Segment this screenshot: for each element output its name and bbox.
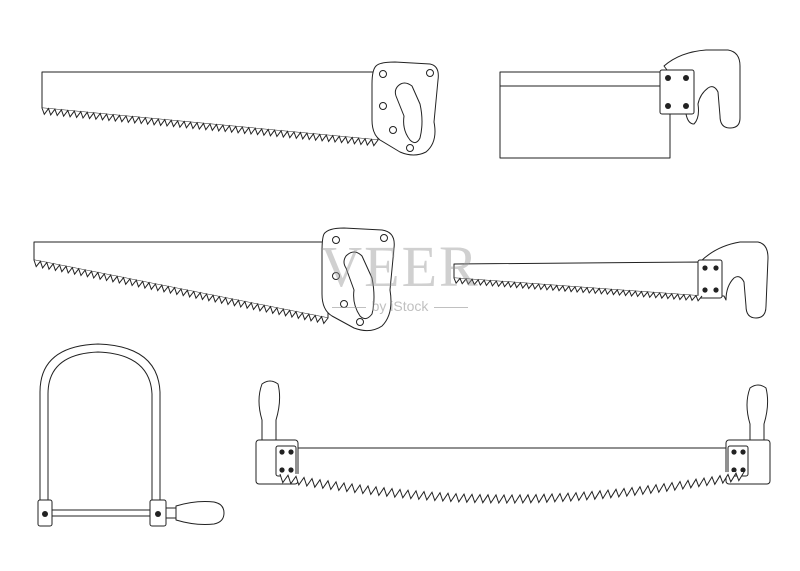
crosscut-saw-rivet — [288, 467, 294, 473]
coping-saw-rivet — [42, 511, 48, 517]
crosscut-saw-teeth — [279, 471, 745, 505]
crosscut-saw-handle-left-grip — [258, 380, 281, 445]
hand-saw-large-rivet — [332, 272, 340, 280]
hand-saw-large — [33, 227, 395, 332]
rip-saw — [453, 241, 769, 319]
saw-teeth — [33, 107, 745, 505]
rip-saw-rivet — [702, 287, 708, 293]
rip-saw-rivet — [713, 287, 719, 293]
coping-saw-blade — [51, 509, 151, 517]
back-saw-blade — [499, 83, 671, 159]
hand-saw-top-rivet — [426, 69, 434, 77]
hand-saw-top-grip-hole — [394, 82, 423, 144]
back-saw-handle-plate — [659, 69, 695, 115]
rip-saw-handle-plate — [697, 259, 723, 299]
hand-saw-top-rivet — [379, 102, 387, 110]
hand-saw-large-rivet — [340, 300, 348, 308]
rip-saw-teeth — [453, 277, 703, 302]
back-saw — [499, 49, 741, 159]
back-saw-rivet — [683, 103, 689, 109]
crosscut-saw-rivet — [279, 449, 285, 455]
crosscut-saw-rivet — [740, 449, 746, 455]
hand-saw-top-rivet — [379, 70, 387, 78]
rip-saw-rivet — [702, 265, 708, 271]
back-saw-rivet — [665, 75, 671, 81]
back-saw-rivet — [683, 75, 689, 81]
coping-saw — [37, 343, 225, 527]
hand-saw-top-rivet — [406, 144, 414, 152]
coping-saw-rivet — [155, 511, 161, 517]
hand-saw-top-blade — [41, 71, 379, 141]
hand-saw-large-teeth — [33, 259, 329, 325]
crosscut-saw-rivet — [288, 449, 294, 455]
crosscut-saw-rivet — [731, 467, 737, 473]
hand-saw-large-grip-hole — [343, 251, 375, 320]
hand-saw-large-rivet — [332, 236, 340, 244]
hand-saw-top — [41, 61, 439, 156]
crosscut-saw-rivet — [731, 449, 737, 455]
crosscut-saw-rivet — [740, 467, 746, 473]
back-saw-rivet — [665, 103, 671, 109]
hand-saw-top-teeth — [41, 107, 379, 147]
hand-saw-large-rivet — [380, 234, 388, 242]
rip-saw-rivet — [713, 265, 719, 271]
coping-saw-frame-outer — [39, 343, 161, 507]
hand-saw-large-rivet — [356, 318, 364, 326]
hand-saw-large-blade — [33, 241, 329, 319]
coping-saw-ferrule — [165, 507, 177, 519]
back-saw-spine — [499, 71, 671, 87]
coping-saw-handle — [175, 501, 225, 525]
crosscut-saw-handle-right-grip — [746, 384, 769, 445]
hand-saw-top-rivet — [389, 126, 397, 134]
crosscut-saw-rivet — [279, 467, 285, 473]
